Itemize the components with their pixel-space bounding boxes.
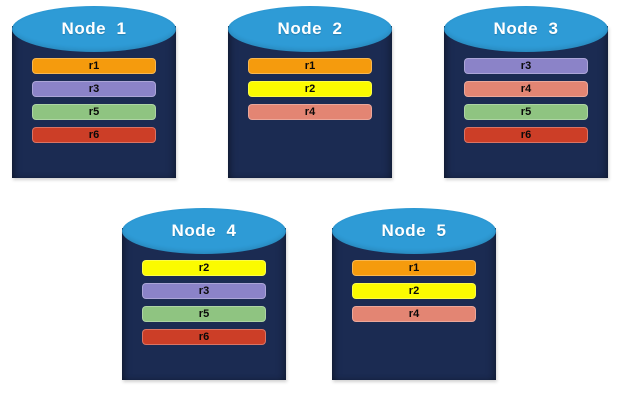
- replica-bar-r2[interactable]: r2: [142, 260, 266, 276]
- replica-stack: r3 r4 r5 r6: [444, 58, 608, 143]
- replica-bar-r3[interactable]: r3: [142, 283, 266, 299]
- node-title: Node 1: [61, 19, 127, 38]
- replica-stack: r1 r3 r5 r6: [12, 58, 176, 143]
- replica-stack: r2 r3 r5 r6: [122, 260, 286, 345]
- replica-stack: r1 r2 r4: [228, 58, 392, 120]
- node-row-1: Node 1 r1 r3 r5 r6 Node 2 r1 r2 r4 Node 3 r3 r4 r5 r6: [0, 4, 638, 190]
- replica-bar-r2[interactable]: r2: [352, 283, 476, 299]
- replica-bar-r1[interactable]: r1: [32, 58, 156, 74]
- replica-bar-r6[interactable]: r6: [464, 127, 588, 143]
- replica-bar-r6[interactable]: r6: [32, 127, 156, 143]
- node-title: Node 3: [493, 19, 559, 38]
- cylinder-top-ellipse: [228, 6, 392, 52]
- replica-bar-r4[interactable]: r4: [464, 81, 588, 97]
- cylinder-top-ellipse: [12, 6, 176, 52]
- database-node-node-2[interactable]: Node 2 r1 r2 r4: [224, 4, 396, 190]
- node-title: Node 4: [171, 221, 237, 240]
- database-node-node-1[interactable]: Node 1 r1 r3 r5 r6: [8, 4, 180, 190]
- replica-bar-r3[interactable]: r3: [32, 81, 156, 97]
- replica-bar-r6[interactable]: r6: [142, 329, 266, 345]
- replica-bar-r2[interactable]: r2: [248, 81, 372, 97]
- node-title: Node 5: [381, 221, 447, 240]
- replica-bar-r4[interactable]: r4: [352, 306, 476, 322]
- node-title: Node 2: [277, 19, 343, 38]
- replica-bar-r1[interactable]: r1: [248, 58, 372, 74]
- database-node-node-5[interactable]: Node 5 r1 r2 r4: [328, 206, 500, 392]
- replica-bar-r1[interactable]: r1: [352, 260, 476, 276]
- database-node-node-4[interactable]: Node 4 r2 r3 r5 r6: [118, 206, 290, 392]
- cylinder-top-ellipse: [122, 208, 286, 254]
- cylinder-top-ellipse: [444, 6, 608, 52]
- replica-bar-r5[interactable]: r5: [32, 104, 156, 120]
- replica-bar-r3[interactable]: r3: [464, 58, 588, 74]
- replica-bar-r5[interactable]: r5: [464, 104, 588, 120]
- replica-bar-r5[interactable]: r5: [142, 306, 266, 322]
- node-row-2: Node 4 r2 r3 r5 r6 Node 5 r1 r2 r4: [0, 206, 638, 392]
- replica-stack: r1 r2 r4: [332, 260, 496, 322]
- replica-bar-r4[interactable]: r4: [248, 104, 372, 120]
- database-node-node-3[interactable]: Node 3 r3 r4 r5 r6: [440, 4, 612, 190]
- cylinder-top-ellipse: [332, 208, 496, 254]
